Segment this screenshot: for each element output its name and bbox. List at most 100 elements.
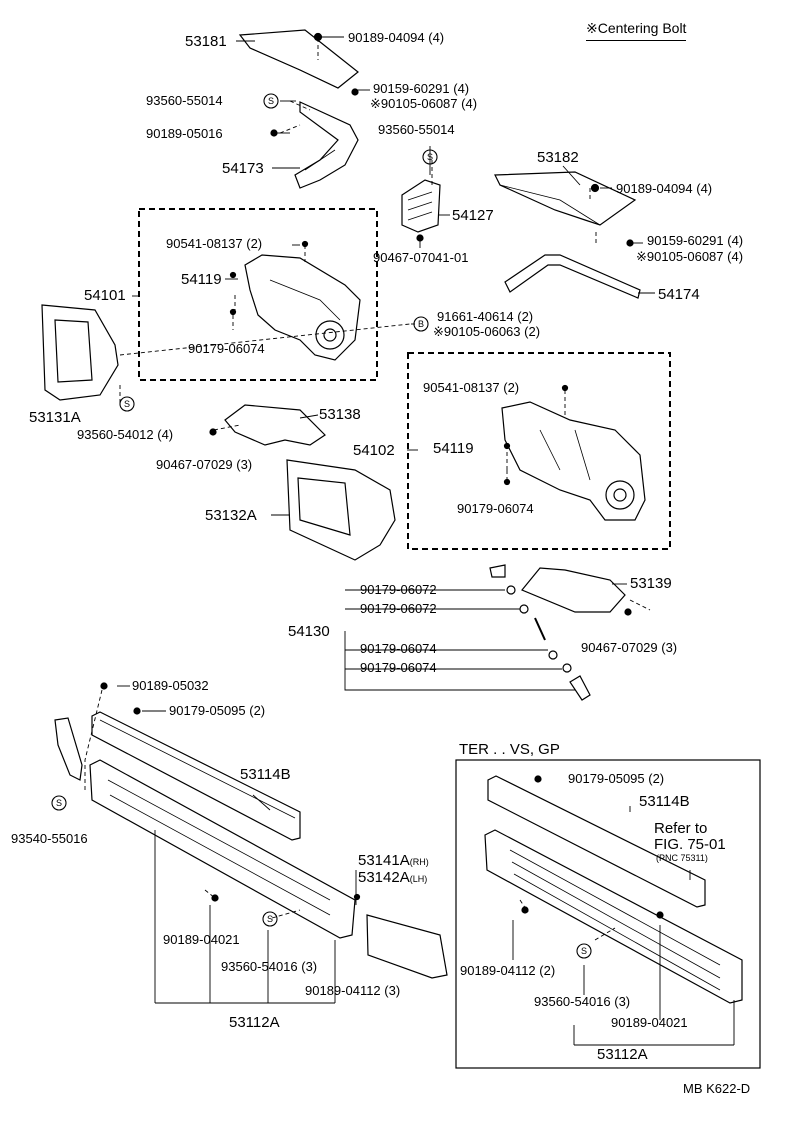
part-label: 54174 xyxy=(658,286,700,303)
legend: ※Centering Bolt xyxy=(586,20,687,41)
part-suffix: (RH) xyxy=(409,857,429,867)
dashed-lines xyxy=(84,38,651,941)
part-label: 53182 xyxy=(537,149,579,166)
bracket-54127-shape xyxy=(401,179,441,233)
hardware-dots xyxy=(100,32,664,919)
part-label: 93560-55014 xyxy=(146,93,223,108)
side-piece-53141A-shape xyxy=(366,914,448,979)
part-label: 53131A xyxy=(29,409,81,426)
part-label: 90179-06074 xyxy=(360,660,437,675)
part-label: 53141A(RH) xyxy=(358,853,429,869)
s-symbol-letter: S xyxy=(268,96,275,106)
part-label: 90189-04021 xyxy=(611,1015,688,1030)
part-label: 54127 xyxy=(452,207,494,224)
part-label: 54119 xyxy=(181,271,222,288)
bracket-53138-shape xyxy=(224,404,326,446)
part-label: 90189-05032 xyxy=(132,678,209,693)
panel-53182-shape xyxy=(494,171,637,226)
grille-53112A-left-shape xyxy=(89,759,356,939)
part-number: 53141A xyxy=(358,852,410,869)
variant-title: TER . . VS, GP xyxy=(459,741,560,758)
part-label: 53112A xyxy=(597,1046,648,1063)
part-label: 90179-06074 xyxy=(457,501,534,516)
grille-53112A-right-shape xyxy=(484,829,743,1004)
s-symbol-letter: S xyxy=(56,798,63,808)
part-label: 90189-04112 (3) xyxy=(305,983,401,998)
part-label: 90179-05095 (2) xyxy=(568,771,665,786)
legend-symbol: ※ xyxy=(586,20,598,36)
part-label: 93560-54012 (4) xyxy=(77,427,174,442)
part-label: 53138 xyxy=(319,406,361,423)
part-label: 93560-54016 (3) xyxy=(221,959,318,974)
part-label: 54102 xyxy=(353,442,395,459)
refer-line-2: FIG. 75-01 xyxy=(654,836,726,853)
bracket-54173-shape xyxy=(294,101,359,189)
part-label: 90159-60291 (4) xyxy=(373,81,470,96)
bracket-53139-shape xyxy=(521,567,626,613)
s-symbol-letter: S xyxy=(124,399,131,409)
grille-bar-53114B-left-shape xyxy=(91,711,301,841)
s-symbol-2 xyxy=(422,149,438,165)
b-symbol xyxy=(413,316,429,332)
part-label: 90179-06072 xyxy=(360,582,437,597)
part-label: 54130 xyxy=(288,623,330,640)
bar-54174-shape xyxy=(504,254,641,299)
pnc-note: (PNC 75311) xyxy=(656,853,708,863)
s-symbol-1 xyxy=(263,93,279,109)
s-symbol-5 xyxy=(262,911,278,927)
part-label: 90189-04112 (2) xyxy=(460,963,556,978)
drawing-code: MB K622-D xyxy=(683,1081,751,1096)
part-label: 53114B xyxy=(240,766,291,783)
leader-lines xyxy=(117,36,735,1046)
part-label: 93560-55014 xyxy=(378,122,455,137)
part-label: 90179-05095 (2) xyxy=(169,703,266,718)
part-label: 53114B xyxy=(639,793,690,810)
legend-text: Centering Bolt xyxy=(597,20,687,36)
part-label: 90189-04094 (4) xyxy=(616,181,713,196)
part-label: 90189-05016 xyxy=(146,126,223,141)
part-label: 53181 xyxy=(185,33,227,50)
part-suffix: (LH) xyxy=(409,874,428,884)
part-number: 53142A xyxy=(358,869,410,886)
s-symbols xyxy=(51,93,592,959)
part-label: 93540-55016 xyxy=(11,831,88,846)
variant-frame xyxy=(455,759,761,1069)
part-label: 90541-08137 (2) xyxy=(166,236,263,251)
part-label: 54119 xyxy=(433,440,474,457)
grille-bar-53114B-right-shape xyxy=(487,775,706,908)
part-label: 90467-07041-01 xyxy=(373,250,469,265)
part-label: 53139 xyxy=(630,575,672,592)
subassembly-box-54102 xyxy=(407,352,671,550)
part-label: ※90105-06087 (4) xyxy=(636,249,744,264)
bracket-53132A-shape xyxy=(286,459,396,561)
s-symbol-letter: S xyxy=(427,152,434,162)
subassembly-box-54101 xyxy=(138,208,378,381)
part-label: ※90105-06087 (4) xyxy=(370,96,478,111)
panel-53181-shape xyxy=(238,29,359,89)
housing-54102-shape xyxy=(501,401,646,521)
refer-line-1: Refer to xyxy=(654,820,708,837)
part-label: ※90105-06063 (2) xyxy=(433,324,541,339)
bracket-side-shape xyxy=(54,717,83,781)
part-label: 53142A(LH) xyxy=(358,870,427,886)
hardware-54130-shape xyxy=(489,564,591,701)
bracket-53131A-shape xyxy=(41,304,119,401)
housing-54101-shape xyxy=(244,254,361,361)
b-symbol-letter: B xyxy=(418,319,425,329)
part-label: 90159-60291 (4) xyxy=(647,233,744,248)
part-label: 53132A xyxy=(205,507,257,524)
s-symbol-letter: S xyxy=(267,914,274,924)
part-label: 90189-04021 xyxy=(163,932,240,947)
s-symbol-letter: S xyxy=(581,946,588,956)
s-symbol-6 xyxy=(576,943,592,959)
part-label: 54101 xyxy=(84,287,126,304)
part-label: 90541-08137 (2) xyxy=(423,380,520,395)
part-label: 90179-06072 xyxy=(360,601,437,616)
part-label: 90189-04094 (4) xyxy=(348,30,445,45)
part-label: 91661-40614 (2) xyxy=(437,309,534,324)
part-label: 53112A xyxy=(229,1014,280,1031)
s-symbol-4 xyxy=(51,795,67,811)
part-label: 90179-06074 xyxy=(360,641,437,656)
part-label: 54173 xyxy=(222,160,264,177)
part-label: 90179-06074 xyxy=(188,341,265,356)
